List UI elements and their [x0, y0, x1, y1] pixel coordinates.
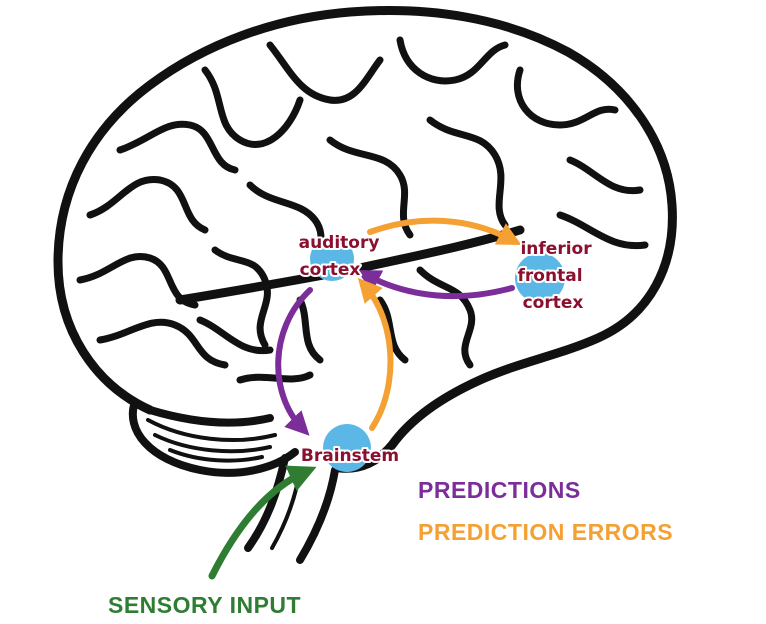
sensory-input-arrow — [208, 465, 317, 580]
legend-predictions: PREDICTIONS — [418, 477, 581, 503]
brain-illustration — [53, 6, 677, 564]
inferior-frontal-cortex-label: inferior frontal cortex — [518, 239, 598, 313]
brainstem-label: Brainstem — [301, 446, 399, 466]
prediction-error-arrow-brainstem-to-auditory — [357, 277, 394, 431]
brain-outline — [53, 6, 677, 473]
auditory-cortex-label-line1: auditory — [299, 233, 380, 253]
auditory-cortex-label: auditory cortex — [299, 233, 386, 280]
brainstem-node[interactable] — [323, 424, 371, 472]
lateral-fissure — [175, 225, 525, 305]
brainstem-outline — [244, 454, 289, 552]
prediction-arrow-auditory-to-brainstem — [275, 287, 313, 436]
auditory-cortex-label-line2: cortex — [300, 260, 361, 280]
cerebellum — [128, 398, 299, 477]
inferior-frontal-cortex-label-line1: inferior — [520, 239, 592, 259]
temporal-lobe-edge — [146, 406, 274, 427]
inferior-frontal-cortex-node[interactable] — [515, 253, 565, 303]
legend-sensory-input: SENSORY INPUT — [108, 592, 301, 618]
inferior-frontal-cortex-label-line2: frontal — [518, 266, 583, 286]
auditory-cortex-node[interactable] — [310, 237, 354, 281]
legend-prediction-errors: PREDICTION ERRORS — [418, 519, 673, 545]
prediction-error-arrow-auditory-to-frontal — [367, 217, 522, 246]
inferior-frontal-cortex-label-line3: cortex — [523, 293, 584, 313]
